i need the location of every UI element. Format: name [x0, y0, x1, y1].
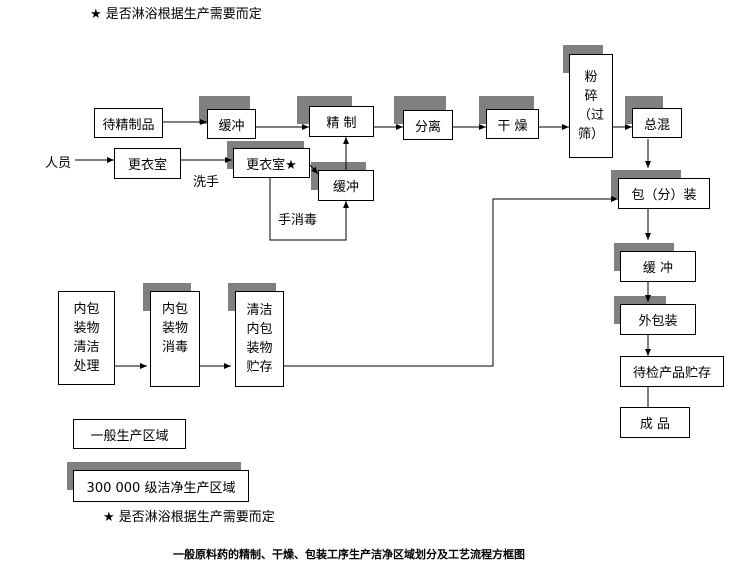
qing-jie-line-2: 装物 — [73, 321, 100, 336]
zhu-cun-line-1: 清洁 — [246, 303, 273, 318]
node-nei-bao-xiao-du: 内包 装物 消毒 — [150, 291, 200, 387]
xiao-du-line-3: 消毒 — [161, 340, 188, 355]
node-cheng-pin: 成 品 — [620, 407, 690, 438]
legend-clean-area: 300 000 级洁净生产区域 — [73, 470, 249, 502]
node-huan-chong-3: 缓 冲 — [620, 251, 696, 282]
bottom-note: ★ 是否淋浴根据生产需要而定 — [103, 510, 275, 525]
node-fen-li: 分离 — [403, 110, 453, 140]
node-geng-yi-1: 更衣室 — [114, 148, 181, 179]
node-nei-bao-qing-jie: 内包 装物 清洁 处理 — [58, 291, 115, 385]
zhu-cun-line-2: 内包 — [246, 322, 273, 337]
node-nei-bao-zhu-cun: 清洁 内包 装物 贮存 — [235, 291, 284, 387]
xiao-du-line-2: 装物 — [161, 321, 188, 336]
node-huan-chong-2: 缓冲 — [318, 170, 374, 201]
fen-sui-line-1: 粉 — [584, 70, 598, 85]
node-huan-chong-1: 缓冲 — [207, 109, 256, 139]
fen-sui-line-4: 筛） — [577, 127, 604, 142]
qing-jie-line-1: 内包 — [73, 302, 100, 317]
diagram-caption: 一般原料药的精制、干燥、包装工序生产洁净区域划分及工艺流程方框图 — [173, 548, 525, 561]
qing-jie-line-3: 清洁 — [73, 340, 100, 355]
label-xi-shou: 洗手 — [193, 175, 220, 190]
zhu-cun-line-4: 贮存 — [246, 360, 273, 375]
node-jing-zhi: 精 制 — [309, 106, 374, 137]
label-shou-xiao-du: 手消毒 — [278, 213, 318, 228]
fen-sui-line-3: （过 — [577, 108, 604, 123]
node-gan-zao: 干 燥 — [486, 109, 539, 139]
qing-jie-line-4: 处理 — [73, 359, 100, 374]
node-dai-jing-zhi: 待精制品 — [94, 108, 163, 138]
fen-sui-line-2: 碎 — [584, 89, 598, 104]
xiao-du-line-1: 内包 — [161, 302, 188, 317]
zhu-cun-line-3: 装物 — [246, 341, 273, 356]
node-fen-sui: 粉 碎 （过 筛） — [569, 54, 613, 158]
label-ren-yuan: 人员 — [45, 156, 72, 171]
node-dai-jian: 待检产品贮存 — [620, 356, 724, 387]
node-wai-bao-zhuang: 外包装 — [620, 304, 696, 335]
top-note: ★ 是否淋浴根据生产需要而定 — [90, 7, 262, 22]
node-bao-zhuang: 包（分）装 — [618, 178, 710, 209]
node-zong-hun: 总混 — [632, 108, 682, 138]
node-geng-yi-2: 更衣室★ — [233, 148, 310, 178]
legend-general-area: 一般生产区域 — [73, 419, 186, 449]
